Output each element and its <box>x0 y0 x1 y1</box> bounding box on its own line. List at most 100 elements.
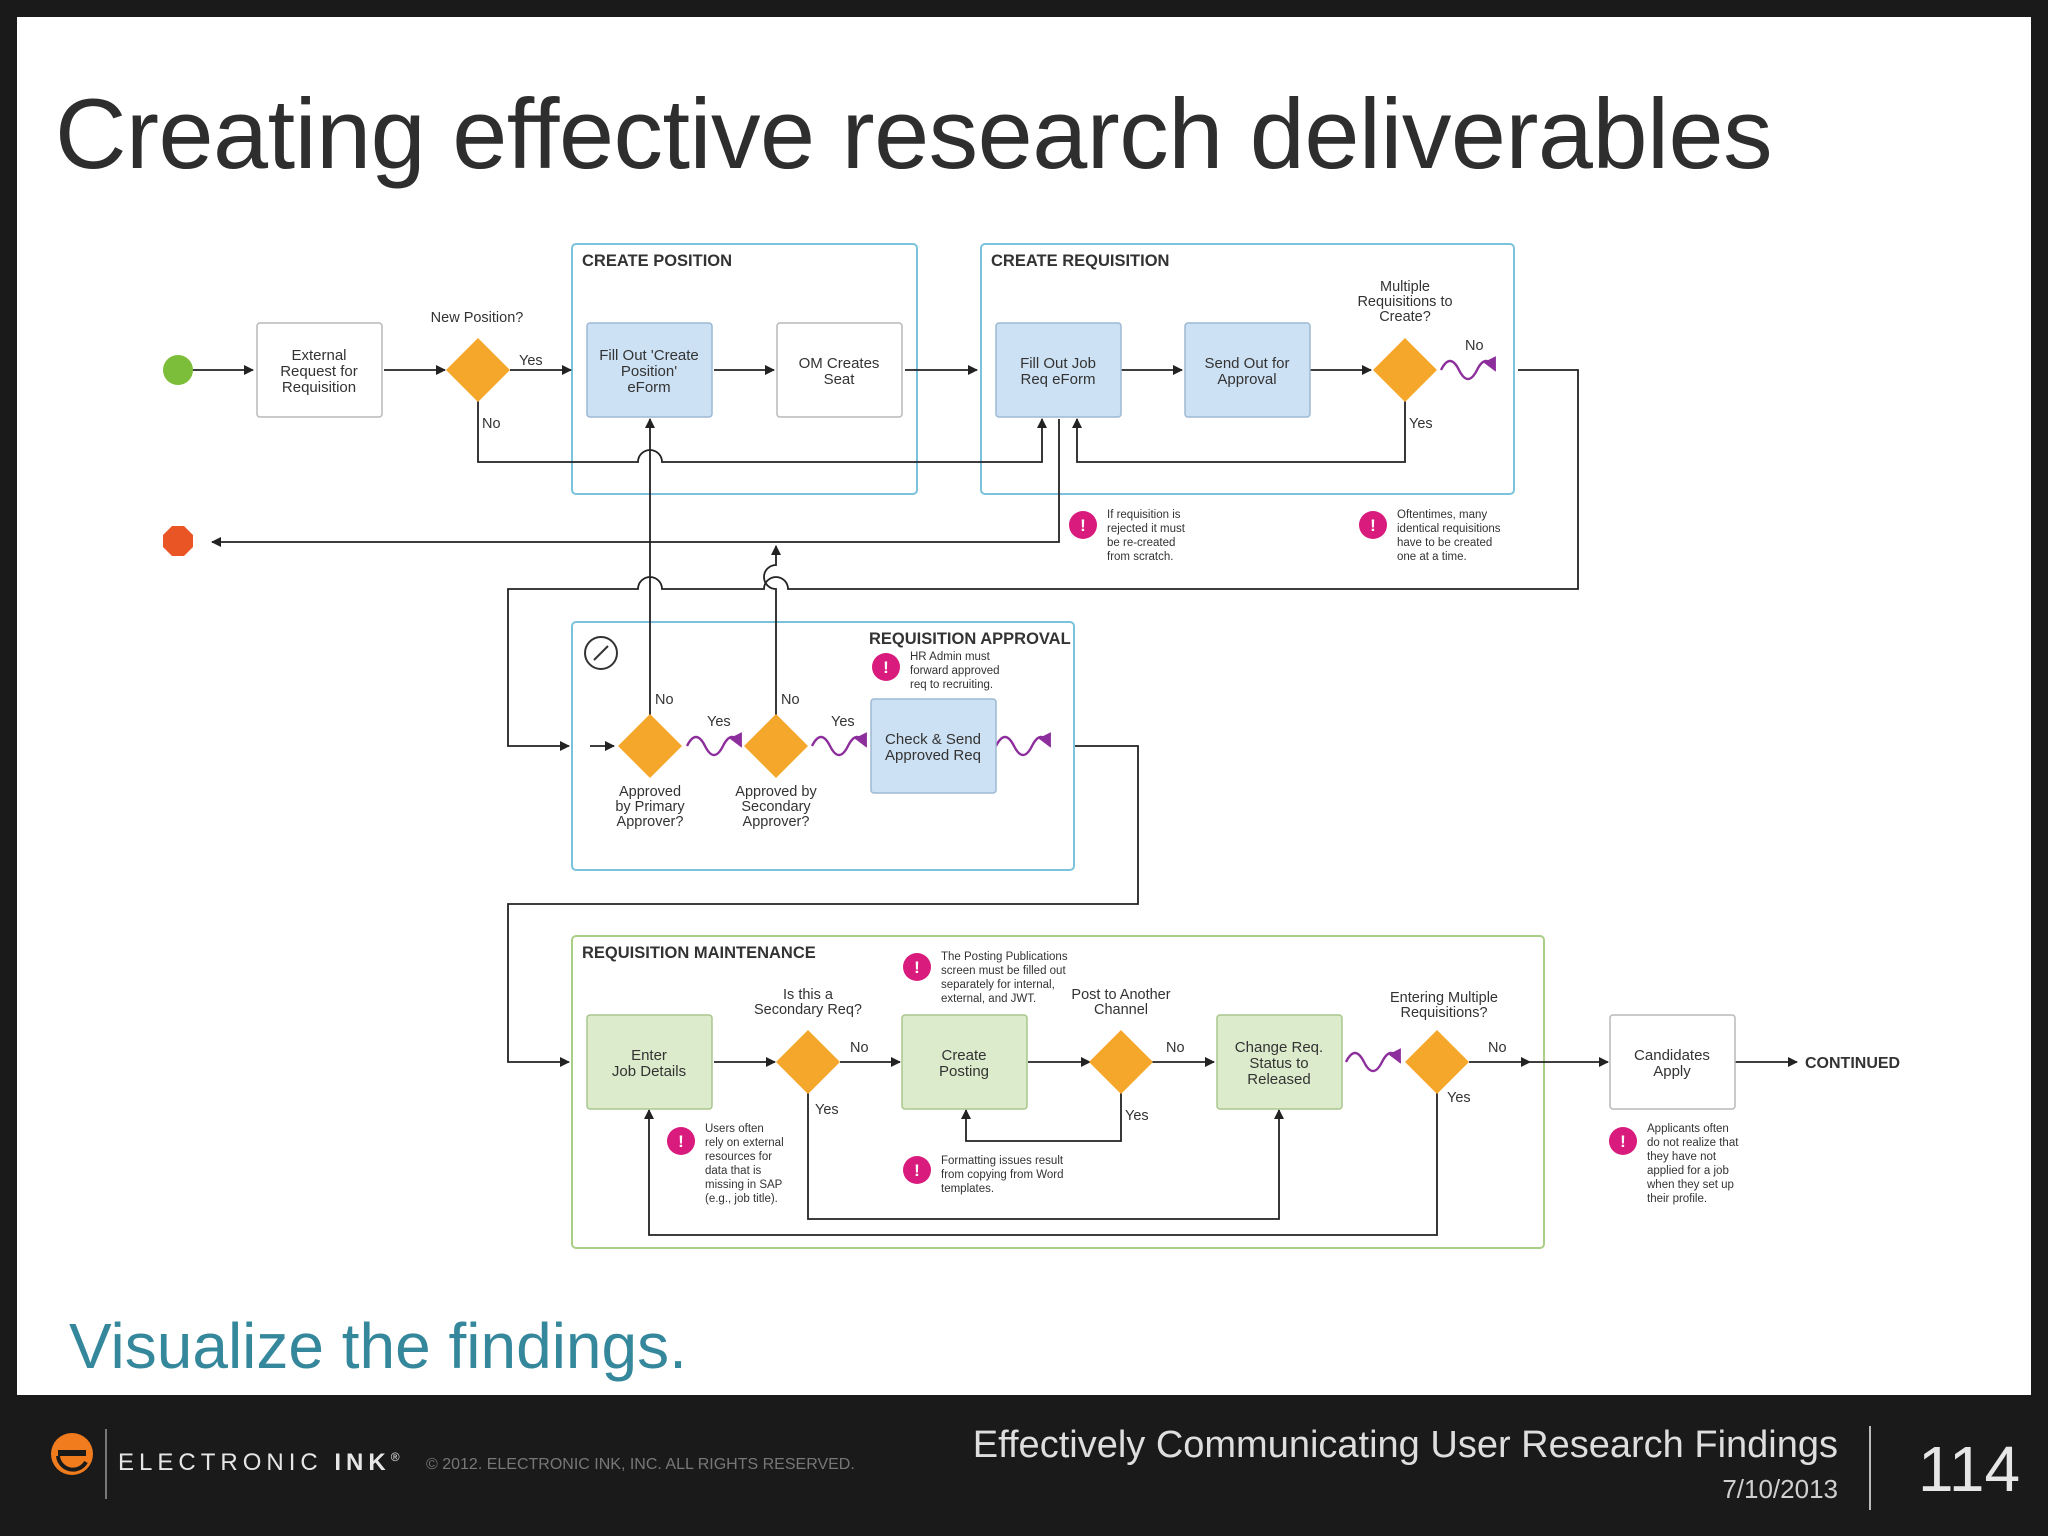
svg-text:No: No <box>850 1040 869 1056</box>
alert-icon: ! <box>1069 511 1097 539</box>
section-requisition-approval: REQUISITION APPROVAL <box>571 621 1075 871</box>
process-flow-diagram: CREATE POSITION CREATE REQUISITION REQUI… <box>163 243 1900 1249</box>
deck-date: 7/10/2013 <box>1722 1474 1838 1504</box>
svg-text:No: No <box>482 416 501 432</box>
electronic-ink-logo-icon <box>51 1433 93 1475</box>
svg-text:Yes: Yes <box>831 714 855 730</box>
slide-subtitle: Visualize the findings. <box>69 1310 687 1382</box>
svg-text:!: ! <box>1370 516 1376 535</box>
svg-text:Yes: Yes <box>1447 1090 1471 1106</box>
section-label-requisition-approval: REQUISITION APPROVAL <box>869 630 1071 648</box>
page-number: 114 <box>1918 1433 2021 1505</box>
svg-text:!: ! <box>914 958 920 977</box>
alert-icon: ! <box>667 1127 695 1155</box>
svg-text:Yes: Yes <box>1125 1108 1149 1124</box>
svg-text:!: ! <box>883 658 889 677</box>
svg-text:New Position?: New Position? <box>431 310 524 326</box>
logo-divider <box>105 1429 107 1499</box>
alert-icon: ! <box>1609 1127 1637 1155</box>
section-label-create-requisition: CREATE REQUISITION <box>991 252 1169 270</box>
svg-text:!: ! <box>914 1161 920 1180</box>
svg-text:Yes: Yes <box>1409 416 1433 432</box>
edge-labels: Yes No No Yes No Yes No Yes No Yes No Ye… <box>482 338 1900 1124</box>
brand-name: ELECTRONIC INK® <box>118 1449 400 1476</box>
alert-icon: ! <box>903 1156 931 1184</box>
end-state <box>163 526 193 556</box>
start-state <box>163 355 193 385</box>
async-arrows <box>685 356 1497 1073</box>
deck-title: Effectively Communicating User Research … <box>972 1424 1838 1466</box>
alert-icon: ! <box>903 953 931 981</box>
svg-text:!: ! <box>678 1132 684 1151</box>
section-create-requisition: CREATE REQUISITION <box>980 243 1515 495</box>
svg-text:No: No <box>1166 1040 1185 1056</box>
section-label-create-position: CREATE POSITION <box>582 252 732 270</box>
continued-label: CONTINUED <box>1805 1055 1900 1072</box>
slide-title: Creating effective research deliverables <box>55 78 1773 189</box>
copyright-notice: © 2012. ELECTRONIC INK, INC. ALL RIGHTS … <box>426 1456 855 1473</box>
svg-text:No: No <box>781 692 800 708</box>
section-create-position: CREATE POSITION <box>571 243 918 495</box>
section-requisition-maintenance: REQUISITION MAINTENANCE <box>571 935 1545 1249</box>
page-number-divider <box>1869 1426 1871 1510</box>
clock-icon <box>584 636 618 670</box>
svg-text:No: No <box>655 692 674 708</box>
svg-text:!: ! <box>1620 1132 1626 1151</box>
svg-text:Yes: Yes <box>519 353 543 369</box>
slide: Creating effective research deliverables… <box>17 17 2031 1395</box>
svg-text:No: No <box>1488 1040 1507 1056</box>
section-label-requisition-maintenance: REQUISITION MAINTENANCE <box>582 944 816 962</box>
alert-icon: ! <box>1359 511 1387 539</box>
connectors <box>192 365 1798 1236</box>
svg-text:No: No <box>1465 338 1484 354</box>
svg-text:!: ! <box>1080 516 1086 535</box>
alert-icon: ! <box>872 653 900 681</box>
